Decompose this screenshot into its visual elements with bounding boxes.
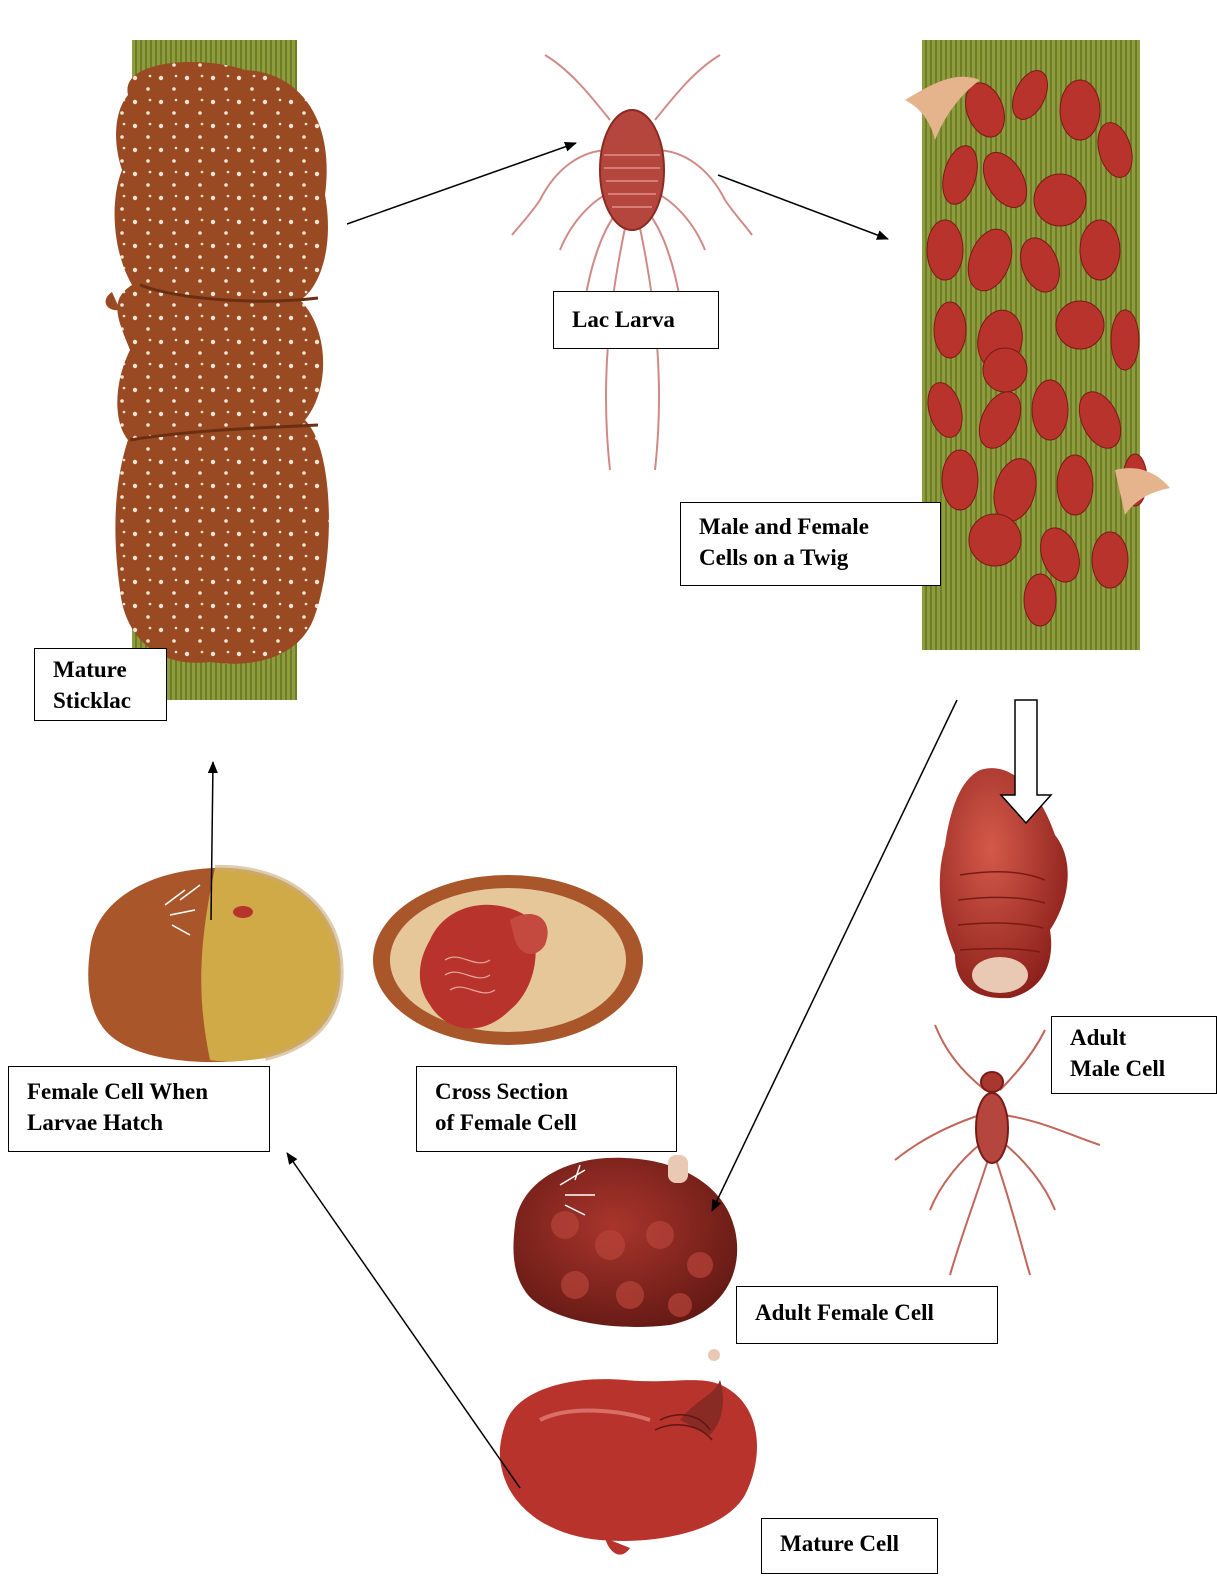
label-female-cell-hatch: Female Cell When Larvae Hatch: [8, 1066, 270, 1152]
label-male-female-cells: Male and Female Cells on a Twig: [680, 502, 941, 586]
mature-cell-image: [500, 1349, 757, 1555]
adult-female-cell-image: [513, 1155, 737, 1327]
lac-larva-image: [512, 55, 752, 470]
female-cell-hatch-image: [88, 868, 340, 1062]
arrow-larva-to-twig: [718, 175, 888, 239]
male-female-cells-twig-image: [905, 40, 1170, 650]
label-lac-larva: Lac Larva: [553, 291, 719, 349]
arrow-mature-cell-to-hatch: [287, 1153, 520, 1488]
arrow-sticklac-to-larva: [347, 143, 576, 224]
label-adult-male-cell: Adult Male Cell: [1051, 1016, 1217, 1094]
label-cross-section: Cross Section of Female Cell: [416, 1066, 677, 1152]
adult-male-cell-image: [940, 768, 1068, 998]
label-mature-cell: Mature Cell: [761, 1518, 938, 1574]
cross-section-image: [373, 875, 643, 1045]
arrow-twig-to-adult-female: [712, 700, 957, 1211]
label-mature-sticklac: Mature Sticklac: [34, 648, 167, 721]
label-adult-female-cell: Adult Female Cell: [736, 1286, 998, 1344]
mature-sticklac-image: [106, 40, 329, 700]
